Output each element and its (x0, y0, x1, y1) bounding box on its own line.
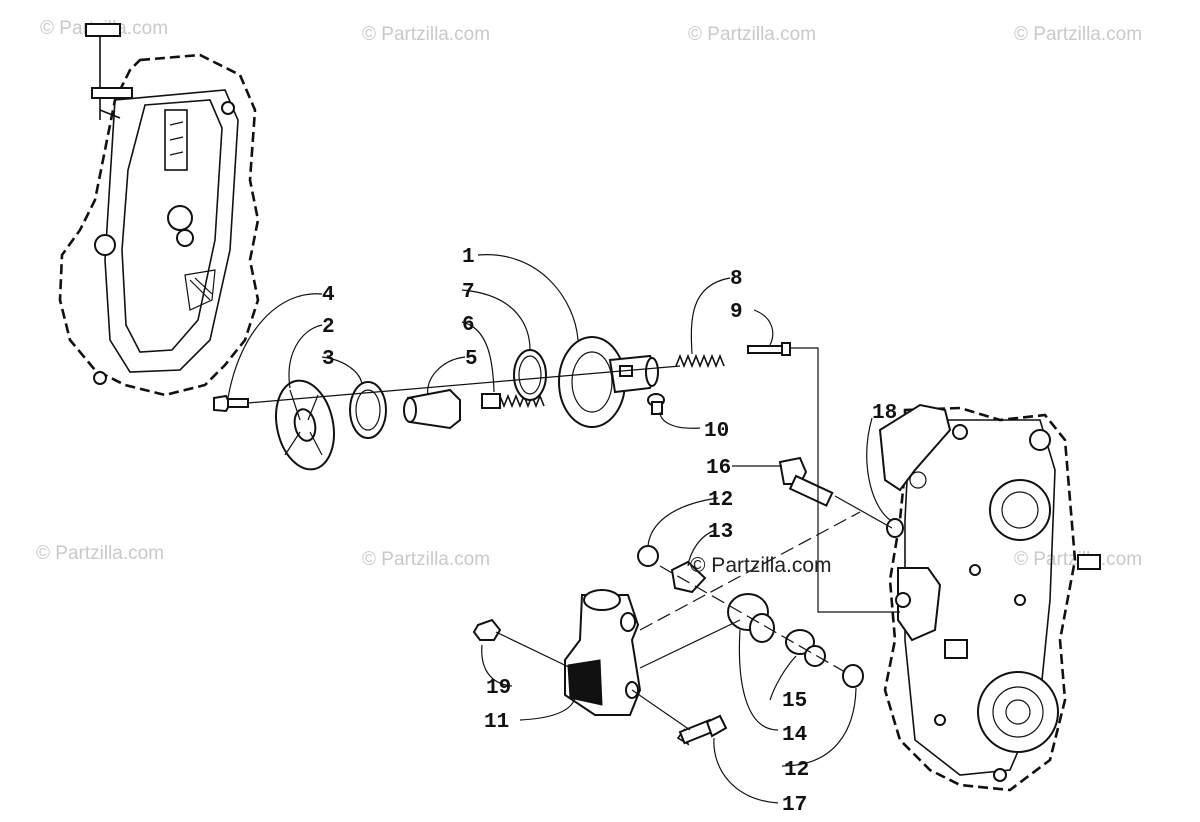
part-2-cover-plate (275, 379, 335, 471)
callout-5: 5 (465, 348, 478, 371)
right-chaincase-housing (878, 403, 1101, 792)
part-11-arm-bracket (564, 589, 642, 716)
watermark-top-4: © Partzilla.com (1014, 24, 1143, 45)
part-5-plunger (403, 388, 461, 430)
leader-lines (227, 254, 891, 804)
callout-3: 3 (322, 348, 335, 371)
callout-12-lower: 12 (784, 759, 809, 782)
part-6-spring (481, 393, 545, 409)
axis-bracket-to-roller (639, 619, 741, 669)
watermark-top-2: © Partzilla.com (362, 24, 491, 45)
axis-roller (659, 565, 846, 673)
callout-8: 8 (730, 268, 743, 291)
part-8-spring (675, 353, 725, 369)
axis-bolt (631, 689, 691, 731)
callout-12-upper: 12 (708, 489, 733, 512)
callout-1: 1 (462, 246, 475, 269)
callout-labels: 1 2 3 4 5 6 7 8 9 10 11 12 12 13 14 15 1… (322, 246, 897, 817)
callout-2: 2 (322, 316, 335, 339)
axis-bracket (639, 511, 861, 631)
part-17-bolt (676, 714, 728, 746)
callout-19: 19 (486, 677, 511, 700)
assembly-axis (247, 365, 681, 404)
part-4-bolt (213, 394, 249, 413)
axis-16-to-18 (834, 495, 893, 529)
callout-11: 11 (484, 711, 509, 734)
part-18-washer (886, 518, 904, 538)
part-12-washer-lower (842, 664, 864, 688)
callout-6: 6 (462, 314, 475, 337)
callout-4: 4 (322, 284, 335, 307)
part-12-washer-upper (637, 545, 659, 567)
callout-7: 7 (462, 281, 475, 304)
part-19-nut (472, 618, 502, 641)
left-chaincase-housing (58, 23, 260, 397)
callout-10: 10 (704, 420, 729, 443)
watermark-top-3: © Partzilla.com (688, 24, 817, 45)
callout-16: 16 (706, 457, 731, 480)
part-9-pin (747, 342, 791, 356)
part-13-bushing (670, 560, 707, 594)
callout-15: 15 (782, 690, 807, 713)
part-1-tensioner-body (558, 336, 660, 428)
watermark-center: © Partzilla.com (690, 554, 832, 577)
part-16-bolt (778, 456, 834, 507)
callout-13: 13 (708, 521, 733, 544)
callout-9: 9 (730, 301, 743, 324)
watermark-mid-2: © Partzilla.com (362, 549, 491, 570)
axis-pin-to-housing (790, 347, 900, 613)
part-15-bushing (785, 629, 826, 667)
part-10-bolt (647, 393, 665, 415)
callout-18: 18 (872, 402, 897, 425)
watermark-mid-1: © Partzilla.com (36, 543, 165, 564)
callout-14: 14 (782, 724, 807, 747)
axis-nut (495, 631, 576, 671)
part-7-o-ring (513, 349, 547, 401)
part-3-ring (349, 381, 387, 439)
callout-17: 17 (782, 794, 807, 817)
